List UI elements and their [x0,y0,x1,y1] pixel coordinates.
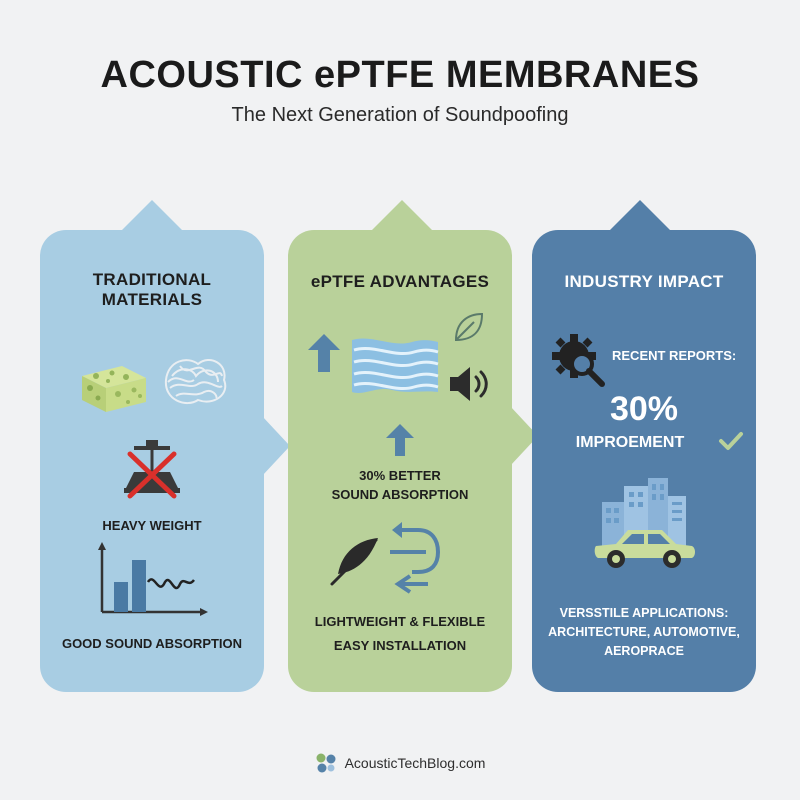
lightweight-flexible-label: LIGHTWEIGHT & FLEXIBLE EASY INSTALLATION [288,610,512,658]
checkmark-icon [719,432,743,450]
panel-heading: TRADITIONAL MATERIALS [40,270,264,310]
fiber-wool-icon [164,359,227,405]
good-sound-absorption-label: GOOD SOUND ABSORPTION [61,636,243,651]
applications-label: VERSSTILE APPLICATIONS: ARCHITECTURE, AU… [532,604,756,661]
leaf-icon [454,312,484,342]
molecule-logo-icon [316,753,336,773]
panel-industry-impact: INDUSTRY IMPACT RECENT REPORTS: 30% IMPR… [532,200,756,692]
panel-pointer-top [370,200,434,232]
panel-eptfe-advantages: ePTFE ADVANTAGES 30% BETTER SOUND ABSORP… [288,200,538,692]
footer-site-link[interactable]: AcousticTechBlog.com [344,755,486,771]
panel-heading: INDUSTRY IMPACT [564,272,724,291]
up-arrow-icon [308,334,340,372]
gear-magnifier-icon [552,334,605,387]
panel-pointer-right [510,406,538,466]
label-line: EASY INSTALLATION [333,638,467,653]
panel-heading-line: TRADITIONAL [92,270,212,289]
label-line: LIGHTWEIGHT & FLEXIBLE [314,614,486,629]
flexible-arrows-icon [390,522,441,594]
heavy-weight-label: HEAVY WEIGHT [102,518,202,533]
panel-pointer-right [262,416,290,476]
label-line: SOUND ABSORPTION [331,487,469,502]
page-title: ACOUSTIC ePTFE MEMBRANES [100,54,700,96]
label-line: ARCHITECTURE, AUTOMOTIVE, [548,625,740,639]
recent-reports-label: RECENT REPORTS: [612,348,737,363]
foam-block-icon [82,366,146,412]
bar-line-graph-icon [98,542,208,616]
feather-icon [330,538,378,586]
panel-pointer-top [608,200,672,232]
page-subtitle: The Next Generation of Soundpoofing [231,104,569,126]
label-line: VERSSTILE APPLICATIONS: [559,606,729,620]
crossed-out-scale-icon [124,440,180,499]
speaker-icon [450,367,488,401]
stat-label: IMPROEMENT [575,434,685,451]
panel-traditional-materials: TRADITIONAL MATERIALS HEAVY WEIGHT [40,200,290,692]
wavy-membrane-icon [352,338,439,393]
footer: AcousticTechBlog.com [0,752,800,774]
better-absorption-label: 30% BETTER SOUND ABSORPTION [288,466,512,504]
panel-pointer-top [120,200,184,232]
label-line: 30% BETTER [359,468,441,483]
stat-value: 30% [609,390,679,428]
car-icon [594,530,695,568]
panel-heading: ePTFE ADVANTAGES [310,272,490,291]
up-arrow-icon [386,424,414,456]
label-line: AEROPRACE [604,644,684,658]
panel-heading-line: MATERIALS [101,290,203,309]
